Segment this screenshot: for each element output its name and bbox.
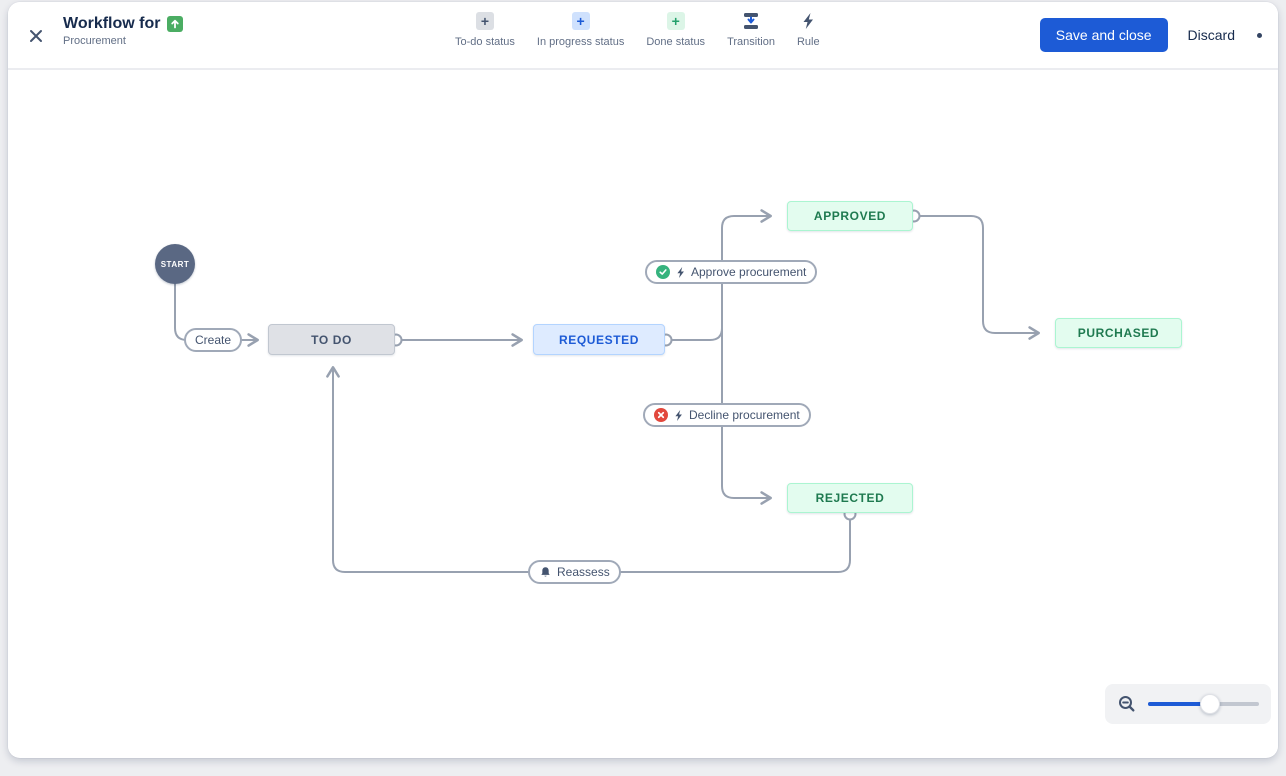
rule-lightning-icon [673,409,684,422]
zoom-slider[interactable] [1148,694,1259,714]
page-title: Workflow for [63,15,161,32]
status-node-purchased[interactable]: PURCHASED [1055,318,1182,348]
transition-icon [741,12,761,30]
status-node-rejected[interactable]: REJECTED [787,483,913,513]
edge-approved-purchased[interactable] [919,215,1040,340]
zoom-slider-fill [1148,702,1211,706]
plus-in-progress-icon: + [571,12,590,30]
issue-type-icon [167,16,184,32]
unsaved-changes-dot [1257,32,1262,38]
status-node-requested[interactable]: REQUESTED [533,324,665,355]
discard-button[interactable]: Discard [1187,27,1235,43]
status-node-approved[interactable]: APPROVED [787,201,913,231]
add-transition-button[interactable]: Transition [727,12,775,48]
status-node-todo[interactable]: TO DO [268,324,395,355]
transition-reassess[interactable]: Reassess [528,560,621,584]
editor-toolbar: + To-do status + In progress status + Do… [455,12,820,48]
workflow-subtitle: Procurement [63,35,126,47]
title-block: Workflow for Procurement [63,15,184,47]
transition-decline-procurement[interactable]: Decline procurement [643,403,811,427]
transition-create[interactable]: Create [184,328,243,352]
start-node[interactable]: START [155,244,195,284]
add-done-status-button[interactable]: + Done status [646,12,706,48]
close-button[interactable] [26,26,46,46]
zoom-out-icon[interactable] [1118,695,1136,713]
zoom-slider-thumb[interactable] [1200,694,1221,714]
save-and-close-button[interactable]: Save and close [1039,18,1168,52]
rule-lightning-icon [675,266,686,279]
x-circle-icon [654,408,668,422]
plus-done-icon: + [666,12,685,30]
edge-rejected-reassess-todo[interactable] [326,366,851,573]
editor-header: Workflow for Procurement + To-do status … [8,2,1278,70]
check-circle-icon [656,265,670,279]
zoom-control [1105,684,1271,724]
add-rule-button[interactable]: Rule [797,12,820,48]
workflow-canvas[interactable]: START TO DO REQUESTED APPROVED REJECTED … [8,70,1278,756]
edge-requested-rejected[interactable] [721,327,772,505]
plus-todo-icon: + [475,12,494,30]
bell-icon [539,566,552,579]
add-in-progress-status-button[interactable]: + In progress status [536,12,625,48]
add-todo-status-button[interactable]: + To-do status [455,12,515,48]
workflow-editor-window: Workflow for Procurement + To-do status … [8,2,1278,758]
transition-approve-procurement[interactable]: Approve procurement [645,260,818,284]
header-actions: Save and close Discard [1039,18,1262,52]
close-icon [30,30,42,42]
rule-lightning-icon [800,12,816,30]
